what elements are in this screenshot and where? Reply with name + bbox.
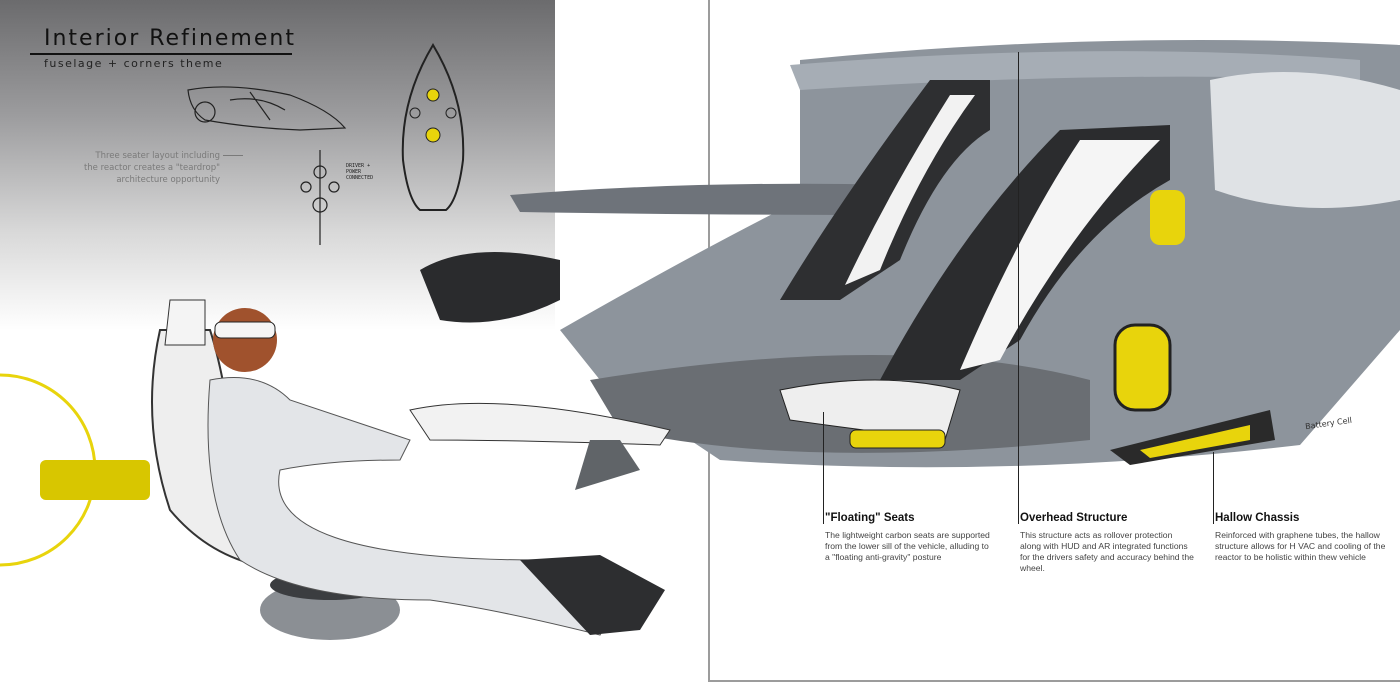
callout-title: Hallow Chassis [1215, 512, 1300, 524]
callout-leader-line [1213, 452, 1214, 524]
callout-body: Reinforced with graphene tubes, the hall… [1215, 530, 1386, 562]
callout-leader-line [1018, 52, 1019, 524]
side-view-sketch [187, 86, 347, 131]
driver-seat-render [0, 299, 671, 640]
top-view-sketch [401, 43, 465, 211]
callout-body: This structure acts as rollover protecti… [1020, 530, 1194, 573]
vehicle-interior-render [420, 40, 1400, 468]
frame-divider-horizontal [708, 680, 1400, 682]
callout-title: "Floating" Seats [825, 512, 915, 524]
page-title: Interior Refinement [44, 26, 296, 51]
seat-layout-sketch [300, 150, 340, 245]
callout-body: The lightweight carbon seats are support… [825, 530, 990, 562]
callout-overhead-structure: Overhead Structure This structure acts a… [1018, 52, 1195, 574]
callout-hallow-chassis: Hallow Chassis Reinforced with graphene … [1213, 452, 1395, 563]
callout-leader-line [823, 412, 824, 524]
layout-note: Three seater layout including the reacto… [83, 151, 220, 185]
page-subtitle: fuselage + corners theme [44, 57, 224, 70]
callout-title: Overhead Structure [1020, 512, 1128, 524]
title-underline [30, 53, 292, 55]
callout-floating-seats: "Floating" Seats The lightweight carbon … [823, 412, 995, 563]
layout-note-leader-line [223, 155, 243, 156]
hand-note: DRIVER + POWER CONNECTED [346, 163, 374, 181]
